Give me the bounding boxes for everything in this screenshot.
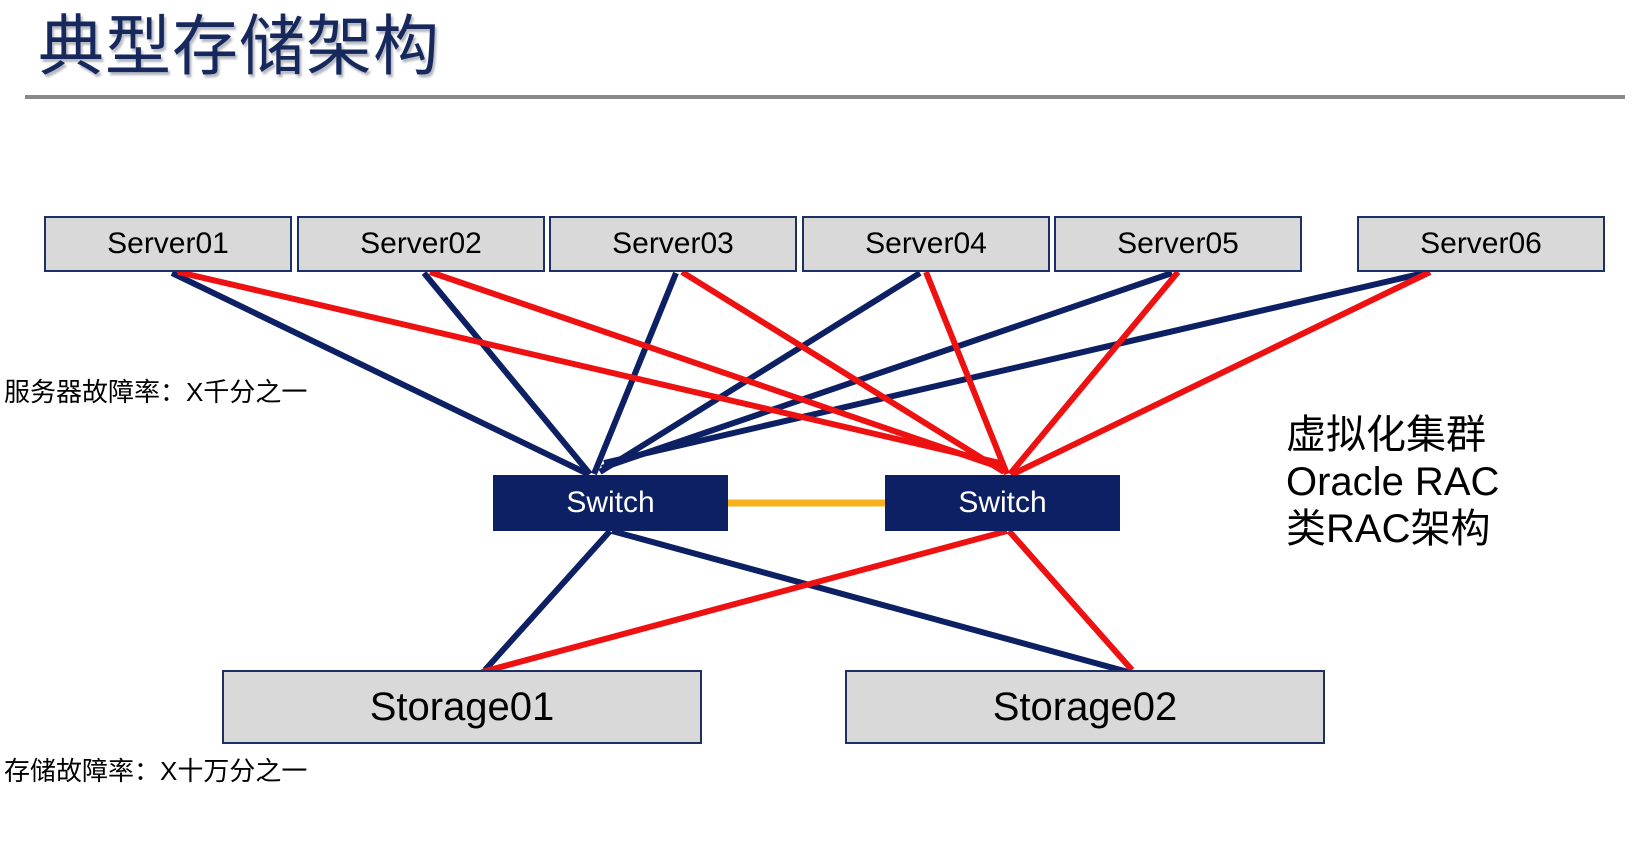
cluster-note-line-3: 类RAC架构 [1286,507,1491,551]
link-server04-switchA [598,270,922,475]
node-label: Switch [958,486,1047,519]
node-server01[interactable]: Server01 [44,216,292,272]
link-switchA-storage02 [611,528,1129,675]
node-label: Storage02 [992,684,1178,729]
node-label: Storage01 [369,684,555,729]
node-storage01[interactable]: Storage01 [222,670,702,744]
node-storage02[interactable]: Storage02 [845,670,1325,744]
link-server04-switchB [923,270,1010,476]
node-switch-a[interactable]: Switch [493,475,728,531]
link-server05-switchB [1007,270,1181,476]
node-label: Server04 [865,227,987,260]
node-server03[interactable]: Server03 [549,216,797,272]
node-label: Server01 [107,227,229,260]
link-server01-switchB [177,269,1001,466]
server-failure-rate-label: 服务器故障率：X千分之一 [4,377,308,407]
node-server05[interactable]: Server05 [1054,216,1302,272]
cluster-note: 虚拟化集群 Oracle RAC 类RAC架构 [1286,412,1499,553]
node-switch-b[interactable]: Switch [885,475,1120,531]
link-server03-switchA [591,271,679,476]
page-title: 典型存储架构 [38,9,440,83]
link-switchB-storage01 [481,528,1008,675]
node-label: Server05 [1117,227,1239,260]
cluster-note-line-2: Oracle RAC [1286,460,1500,504]
node-server04[interactable]: Server04 [802,216,1050,272]
storage-failure-rate-label: 存储故障率：X十万分之一 [4,756,308,786]
link-server03-switchB [680,269,1006,475]
node-label: Switch [566,486,655,519]
link-switchA-storage01 [482,528,613,673]
node-label: Server03 [612,227,734,260]
cluster-note-line-1: 虚拟化集群 [1286,413,1486,457]
link-server02-switchB [429,269,1003,471]
link-switchB-storage02 [1006,529,1135,672]
node-server02[interactable]: Server02 [297,216,545,272]
link-server05-switchA [601,270,1173,471]
node-label: Server02 [360,227,482,260]
title-divider [25,95,1625,99]
node-server06[interactable]: Server06 [1357,216,1605,272]
link-server02-switchA [421,271,593,476]
node-label: Server06 [1420,227,1542,260]
